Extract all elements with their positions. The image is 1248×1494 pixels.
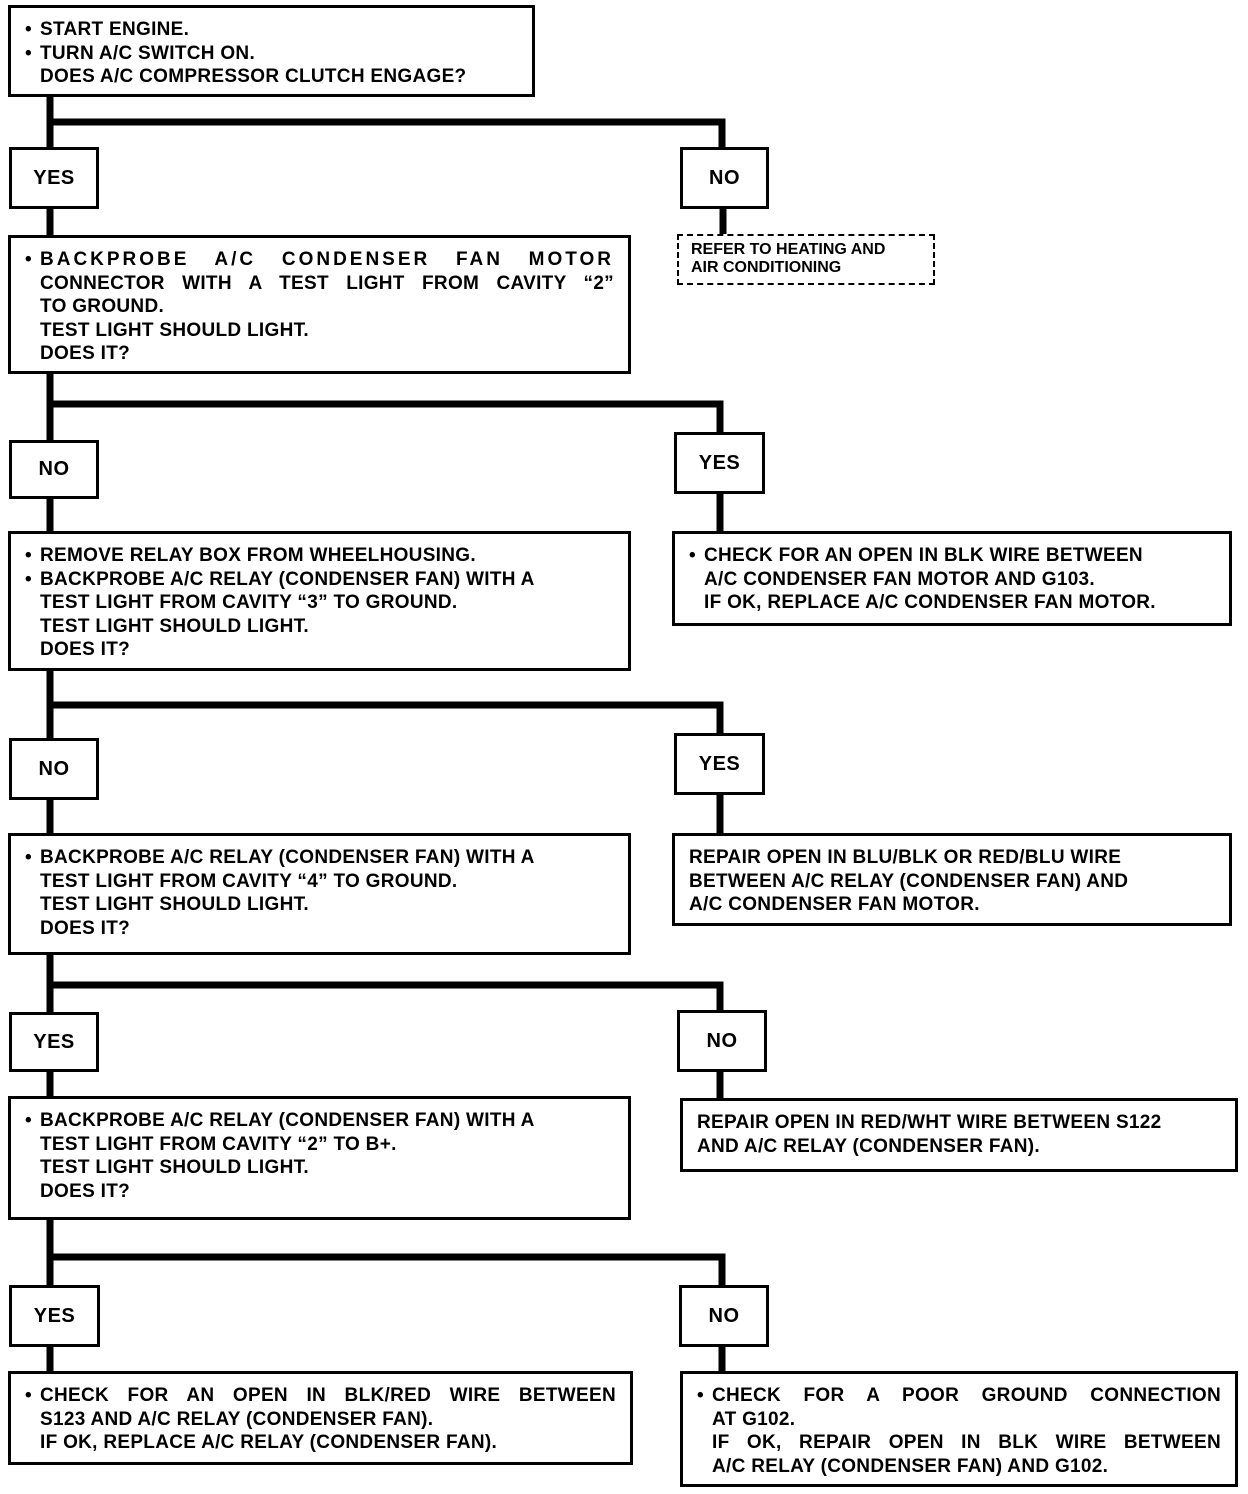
- step-line: BACKPROBE A/C RELAY (CONDENSER FAN) WITH…: [40, 568, 535, 590]
- step-line: CHECK FOR A POOR GROUND CONNECTION: [712, 1385, 1221, 1406]
- step-line: TEST LIGHT FROM CAVITY “2” TO B+.: [40, 1133, 397, 1155]
- step-line: TEST LIGHT SHOULD LIGHT.: [40, 319, 309, 341]
- bullet: •: [25, 1110, 32, 1131]
- bullet: •: [25, 1385, 32, 1406]
- step-line: A/C CONDENSER FAN MOTOR AND G103.: [704, 568, 1096, 590]
- step-line: TEST LIGHT SHOULD LIGHT.: [40, 894, 309, 915]
- step-check-blk-g103: • CHECK FOR AN OPEN IN BLK WIRE BETWEEN A…: [672, 531, 1232, 626]
- step-line: TEST LIGHT SHOULD LIGHT.: [40, 615, 309, 637]
- step-backprobe-fan-motor: • BACKPROBE A/C CONDENSER FAN MOTOR CONNE…: [8, 235, 631, 374]
- bullet: •: [25, 545, 32, 566]
- step-line: TEST LIGHT FROM CAVITY “3” TO GROUND.: [40, 592, 458, 613]
- step-line: BACKPROBE A/C CONDENSER FAN MOTOR: [40, 249, 614, 270]
- bullet: •: [689, 545, 696, 566]
- branch-label-yes: YES: [9, 1012, 99, 1072]
- step-line: A/C CONDENSER FAN MOTOR.: [689, 894, 980, 915]
- step-relay-cavity-2-bplus: • BACKPROBE A/C RELAY (CONDENSER FAN) WIT…: [8, 1096, 631, 1220]
- step-line: CHECK FOR AN OPEN IN BLK WIRE BETWEEN: [704, 545, 1143, 566]
- step-line: BACKPROBE A/C RELAY (CONDENSER FAN) WITH…: [40, 847, 535, 868]
- bullet: •: [25, 847, 32, 868]
- bullet: •: [25, 568, 32, 590]
- step-line: TURN A/C SWITCH ON.: [40, 42, 256, 64]
- step-line: IF OK, REPLACE A/C CONDENSER FAN MOTOR.: [704, 592, 1156, 613]
- step-line: DOES IT?: [40, 343, 131, 364]
- step-line: START ENGINE.: [40, 19, 190, 40]
- branch-label-no: NO: [677, 1010, 767, 1072]
- connector-fan-motor: [46, 368, 724, 446]
- step-line: A/C RELAY (CONDENSER FAN) AND G102.: [712, 1455, 1109, 1477]
- step-line: TO GROUND.: [40, 296, 165, 317]
- branch-label-yes: YES: [674, 432, 765, 494]
- connector-cavity3: [46, 665, 724, 744]
- connector-start: [46, 92, 726, 154]
- branch-label-no: NO: [9, 440, 99, 499]
- step-line: DOES IT?: [40, 639, 131, 660]
- branch-label-yes: YES: [9, 1285, 100, 1347]
- branch-label-no: NO: [680, 147, 769, 209]
- bullet: •: [25, 42, 32, 64]
- bullet: •: [25, 19, 32, 40]
- step-line: IF OK, REPAIR OPEN IN BLK WIRE BETWEEN: [712, 1432, 1221, 1453]
- step-line: IF OK, REPLACE A/C RELAY (CONDENSER FAN)…: [40, 1432, 498, 1453]
- step-line: DOES A/C COMPRESSOR CLUTCH ENGAGE?: [40, 66, 467, 87]
- step-line: DOES IT?: [40, 917, 131, 939]
- step-line: CONNECTOR WITH A TEST LIGHT FROM CAVITY …: [40, 272, 614, 294]
- step-line: CHECK FOR AN OPEN IN BLK/RED WIRE BETWEE…: [40, 1385, 616, 1406]
- branch-label-yes: YES: [674, 733, 765, 795]
- step-line: BACKPROBE A/C RELAY (CONDENSER FAN) WITH…: [40, 1110, 535, 1131]
- refer-heating-ac-note: REFER TO HEATING AND AIR CONDITIONING: [677, 234, 935, 285]
- branch-label-no: NO: [679, 1285, 769, 1347]
- connector-cavity4: [46, 949, 724, 1018]
- step-repair-blu-blk: REPAIR OPEN IN BLU/BLK OR RED/BLU WIRE B…: [672, 833, 1232, 926]
- branch-label-no: NO: [9, 738, 99, 800]
- note-line: REFER TO HEATING AND: [691, 241, 886, 258]
- step-check-ground-g102: • CHECK FOR A POOR GROUND CONNECTION AT G…: [680, 1371, 1238, 1487]
- step-check-blk-red: • CHECK FOR AN OPEN IN BLK/RED WIRE BETWE…: [8, 1371, 633, 1465]
- step-line: DOES IT?: [40, 1180, 131, 1202]
- step-repair-red-wht: REPAIR OPEN IN RED/WHT WIRE BETWEEN S122…: [680, 1098, 1238, 1172]
- step-line: REPAIR OPEN IN BLU/BLK OR RED/BLU WIRE: [689, 847, 1122, 868]
- step-start: • START ENGINE. • TURN A/C SWITCH ON. DOES…: [8, 5, 535, 97]
- step-line: REPAIR OPEN IN RED/WHT WIRE BETWEEN S122: [697, 1112, 1162, 1133]
- step-line: AT G102.: [712, 1408, 796, 1430]
- step-relay-cavity-3: • REMOVE RELAY BOX FROM WHEELHOUSING. • BA…: [8, 531, 631, 671]
- step-line: AND A/C RELAY (CONDENSER FAN).: [697, 1135, 1040, 1157]
- bullet: •: [697, 1385, 704, 1406]
- step-line: REMOVE RELAY BOX FROM WHEELHOUSING.: [40, 545, 476, 566]
- step-line: S123 AND A/C RELAY (CONDENSER FAN).: [40, 1408, 434, 1430]
- step-line: TEST LIGHT SHOULD LIGHT.: [40, 1157, 309, 1178]
- branch-label-yes: YES: [9, 147, 99, 209]
- step-line: BETWEEN A/C RELAY (CONDENSER FAN) AND: [689, 870, 1129, 892]
- step-line: TEST LIGHT FROM CAVITY “4” TO GROUND.: [40, 870, 458, 892]
- bullet: •: [25, 249, 32, 270]
- step-relay-cavity-4: • BACKPROBE A/C RELAY (CONDENSER FAN) WIT…: [8, 833, 631, 955]
- note-line: AIR CONDITIONING: [691, 259, 842, 276]
- connector-cavity2: [46, 1214, 726, 1291]
